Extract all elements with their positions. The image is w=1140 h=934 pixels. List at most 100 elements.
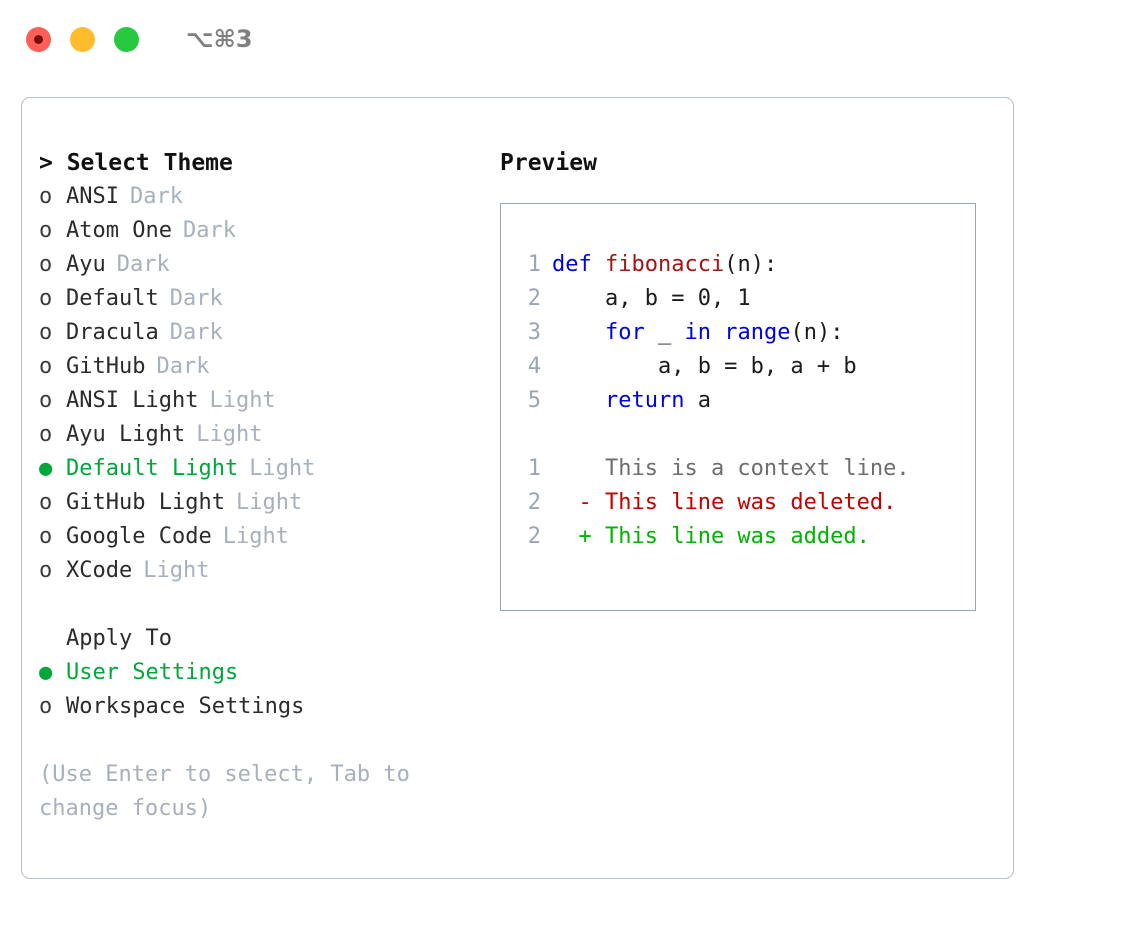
code-token-plain: (n): [790,320,844,345]
diff-sample-block: 1 This is a context line.2 - This line w… [515,452,975,554]
code-token-fn: fibonacci [604,252,725,277]
theme-option-label: ANSI Light [66,388,199,413]
line-number: 1 [527,252,541,277]
theme-variant-badge: Dark [156,354,210,379]
theme-option-label: ANSI [66,184,119,209]
code-token-plain: _ [644,320,685,345]
theme-option-default-light[interactable]: ● Default Light Light [39,452,488,486]
code-line-text: for _ in range(n): [552,316,843,350]
theme-option-ayu-light[interactable]: o Ayu Light Light [39,418,488,452]
spacer [39,588,488,622]
apply-to-list: ● User Settings o Workspace Settings [39,656,488,724]
theme-option-xcode[interactable]: o XCode Light [39,554,488,588]
recording-dot-icon [34,34,43,44]
code-token-plain: (n): [724,252,778,277]
diff-sign: + [552,524,605,549]
radio-selected-icon: ● [39,660,53,685]
line-number: 2 [527,286,541,311]
theme-option-label: Atom One [66,218,172,243]
diff-line: 1 This is a context line. [515,452,975,486]
theme-option-atom-one[interactable]: o Atom One Dark [39,214,488,248]
theme-option-label: Ayu Light [66,422,186,447]
radio-unselected-icon: o [39,218,53,243]
code-token-kw: range [724,320,791,345]
line-number: 2 [527,524,541,549]
theme-option-label: XCode [66,558,133,583]
radio-selected-icon: ● [39,456,53,481]
code-line: 5 return a [515,384,975,418]
theme-variant-badge: Light [209,388,276,413]
radio-unselected-icon: o [39,354,53,379]
radio-unselected-icon: o [39,524,53,549]
code-token-plain [552,388,605,413]
code-token-kw: in [684,320,725,345]
keyboard-hint-text: (Use Enter to select, Tab to change focu… [39,762,424,821]
theme-variant-badge: Light [196,422,263,447]
radio-unselected-icon: o [39,558,53,583]
theme-variant-badge: Dark [169,320,223,345]
radio-unselected-icon: o [39,422,53,447]
theme-option-label: Dracula [66,320,159,345]
code-token-plain: a, b = 0, 1 [552,286,751,311]
window-controls [26,26,139,52]
line-number: 4 [527,354,541,379]
radio-unselected-icon: o [39,252,53,277]
code-token-plain [552,320,605,345]
code-line-text: return a [552,384,711,418]
theme-variant-badge: Light [249,456,316,481]
code-token-kw: return [604,388,685,413]
theme-option-google-code[interactable]: o Google Code Light [39,520,488,554]
theme-variant-badge: Light [143,558,210,583]
diff-line: 2 + This line was added. [515,520,975,554]
theme-option-label: GitHub Light [66,490,225,515]
code-token-plain: a [684,388,711,413]
code-line: 3 for _ in range(n): [515,316,975,350]
theme-option-label: Default [66,286,159,311]
maximize-button-icon[interactable] [114,26,139,52]
apply-to-option-user-settings[interactable]: ● User Settings [39,656,488,690]
diff-line: 2 - This line was deleted. [515,486,975,520]
theme-option-dracula[interactable]: o Dracula Dark [39,316,488,350]
theme-option-github-light[interactable]: o GitHub Light Light [39,486,488,520]
apply-to-option-label: Workspace Settings [66,694,305,719]
radio-unselected-icon: o [39,320,53,345]
theme-option-label: Google Code [66,524,212,549]
radio-unselected-icon: o [39,694,53,719]
code-line-text: a, b = 0, 1 [552,282,751,316]
apply-to-header: Apply To [66,626,172,651]
titlebar: ⌥⌘3 [0,0,1140,78]
code-line: 1 def fibonacci(n): [515,248,975,282]
code-line: 2 a, b = 0, 1 [515,282,975,316]
theme-variant-badge: Dark [182,218,236,243]
theme-variant-badge: Dark [129,184,183,209]
radio-unselected-icon: o [39,184,53,209]
keyboard-shortcut-label: ⌥⌘3 [186,25,253,53]
theme-option-label: Default Light [66,456,239,481]
diff-sign: - [552,490,605,515]
theme-option-ansi[interactable]: o ANSI Dark [39,180,488,214]
apply-to-option-label: User Settings [66,660,239,685]
radio-unselected-icon: o [39,388,53,413]
theme-variant-badge: Light [235,490,303,515]
close-button-icon[interactable] [26,26,51,52]
theme-option-ansi-light[interactable]: o ANSI Light Light [39,384,488,418]
line-number: 3 [527,320,541,345]
theme-variant-badge: Dark [169,286,223,311]
theme-variant-badge: Dark [116,252,170,277]
minimize-button-icon[interactable] [70,26,95,52]
apply-to-option-workspace-settings[interactable]: o Workspace Settings [39,690,488,724]
line-number: 1 [527,456,541,481]
radio-unselected-icon: o [39,490,53,515]
code-line: 4 a, b = b, a + b [515,350,975,384]
diff-sign [552,452,605,486]
code-token-kw: def [552,252,605,277]
theme-variant-badge: Light [222,524,289,549]
